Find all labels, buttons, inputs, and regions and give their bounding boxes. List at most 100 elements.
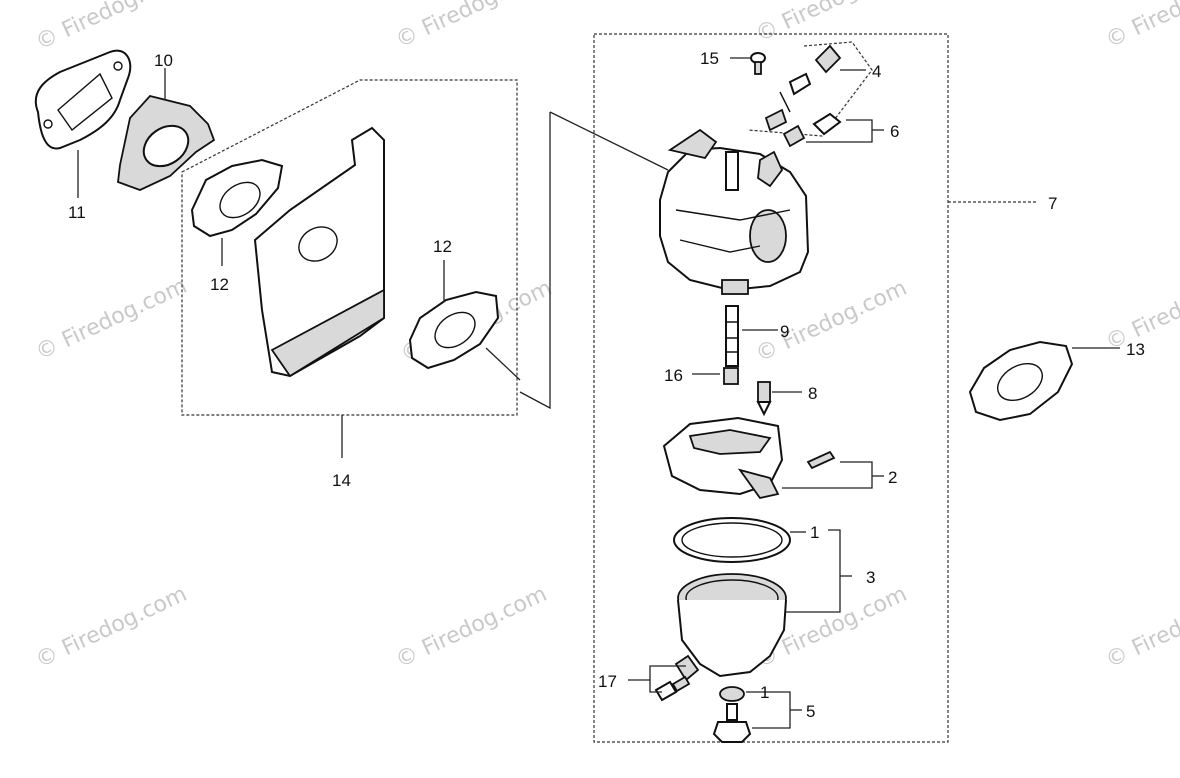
gasket-12-right-bore xyxy=(434,311,476,349)
gasket-12-left xyxy=(190,158,284,266)
spacer-10 xyxy=(117,68,216,191)
gasket-13-bore xyxy=(997,362,1043,402)
watermark: © Firedog.com xyxy=(392,582,551,674)
watermark: © Firedog.com xyxy=(32,0,191,55)
valve-8-body xyxy=(757,381,771,403)
leader-2 xyxy=(782,461,873,489)
throttle-screw-6 xyxy=(782,112,884,148)
callout-3: 3 xyxy=(866,568,875,587)
insulator-group-bracket xyxy=(181,79,518,416)
pilot-screw-shank xyxy=(779,91,791,113)
pilot-screw-cap xyxy=(814,44,842,74)
callout-1-bottom: 1 xyxy=(760,683,769,702)
gasket-11-bolt-hole xyxy=(43,119,53,129)
pilot-screw-4 xyxy=(747,41,873,137)
gasket-11-opening xyxy=(57,72,113,132)
throttle-screw-head xyxy=(812,112,842,136)
float-top xyxy=(688,429,772,455)
callout-5: 5 xyxy=(806,702,815,721)
carburetor-detail xyxy=(679,239,761,253)
throttle-screw-spring xyxy=(782,124,806,148)
float-chamber xyxy=(674,529,852,682)
watermark: © Firedog.com xyxy=(752,0,911,47)
pilot-screw-head xyxy=(788,72,812,96)
carburetor-boss xyxy=(721,279,749,295)
jet-16 xyxy=(692,367,739,385)
screw-15 xyxy=(730,52,766,75)
screw-15-shank xyxy=(754,61,762,75)
watermark: © Firedog.com xyxy=(752,276,911,368)
leader-17-bracket xyxy=(649,665,686,693)
insulator-plate-bore xyxy=(298,226,338,262)
gasket-13 xyxy=(968,340,1120,422)
carburetor-body xyxy=(659,128,810,295)
float-hinge xyxy=(737,468,780,500)
float-chamber-body xyxy=(677,599,787,678)
o-ring xyxy=(673,517,806,563)
bolt-5-shank xyxy=(726,703,738,721)
callout-12-left: 12 xyxy=(210,275,229,294)
leader-6 xyxy=(806,119,873,143)
nozzle-9 xyxy=(725,305,778,367)
callout-4: 4 xyxy=(872,62,881,81)
bolt-5 xyxy=(712,686,802,743)
gasket-12-right xyxy=(408,260,521,381)
float-pin xyxy=(806,450,836,470)
callout-17: 17 xyxy=(598,672,617,691)
gasket-to-carb-bracket xyxy=(519,112,551,410)
watermarks: © Firedog.com © Firedog.com © Firedog.co… xyxy=(32,0,1180,673)
watermark: © Firedog.com xyxy=(1102,582,1180,674)
valve-8-tip xyxy=(756,401,772,417)
gasket-13-body xyxy=(968,340,1074,422)
nozzle-9-body xyxy=(725,305,739,367)
drain-screw-head xyxy=(654,680,678,702)
callout-2: 2 xyxy=(888,468,897,487)
watermark: © Firedog.com xyxy=(392,0,551,53)
callout-15: 15 xyxy=(700,49,719,68)
gasket-12-right-link xyxy=(485,347,521,381)
callout-14: 14 xyxy=(332,471,351,490)
callout-10: 10 xyxy=(154,51,173,70)
carburetor-choke-lever xyxy=(757,150,784,188)
callout-12-right: 12 xyxy=(433,237,452,256)
spacer-10-bore xyxy=(142,124,190,168)
gasket-12-left-body xyxy=(190,158,284,238)
gasket-to-carb-line xyxy=(549,111,669,171)
drain-screw-shank xyxy=(671,675,691,693)
callout-9: 9 xyxy=(780,322,789,341)
valve-8 xyxy=(756,381,802,417)
watermark: © Firedog.com xyxy=(32,274,191,366)
callout-11: 11 xyxy=(68,203,86,222)
o-ring-outer xyxy=(673,517,791,563)
callout-labels: 10 11 12 12 14 15 4 6 7 9 13 16 8 2 1 3 … xyxy=(68,49,1145,721)
callout-6: 6 xyxy=(890,122,899,141)
insulator-plate xyxy=(253,126,385,378)
gasket-11-body xyxy=(34,49,132,150)
bolt-5-head xyxy=(712,721,752,743)
callout-16: 16 xyxy=(664,366,683,385)
pilot-screw-spring xyxy=(764,108,788,132)
jet-16-body xyxy=(723,367,739,385)
gasket-12-right-body xyxy=(408,290,500,370)
leader-3-bracket xyxy=(786,529,841,613)
watermark: © Firedog.com xyxy=(1102,0,1180,53)
gasket-11-bolt-hole xyxy=(113,61,123,71)
carburetor-assy-bracket xyxy=(593,33,949,743)
nozzle-9-rings xyxy=(726,321,738,353)
carburetor-detail xyxy=(675,209,791,221)
drain-screw-17 xyxy=(628,665,691,702)
carburetor-throttle-lever xyxy=(667,128,718,160)
insulator-plate-shading xyxy=(270,288,385,378)
carburetor-shaft xyxy=(725,151,739,191)
callout-8: 8 xyxy=(808,384,817,403)
callout-1-top: 1 xyxy=(810,523,819,542)
watermark: © Firedog.com xyxy=(32,582,191,674)
o-ring-inner xyxy=(681,522,783,558)
carburetor-venturi xyxy=(749,209,787,263)
callout-7: 7 xyxy=(1048,194,1057,213)
bolt-5-washer xyxy=(719,686,745,702)
callout-13: 13 xyxy=(1126,340,1145,359)
gasket-12-left-bore xyxy=(219,181,261,219)
